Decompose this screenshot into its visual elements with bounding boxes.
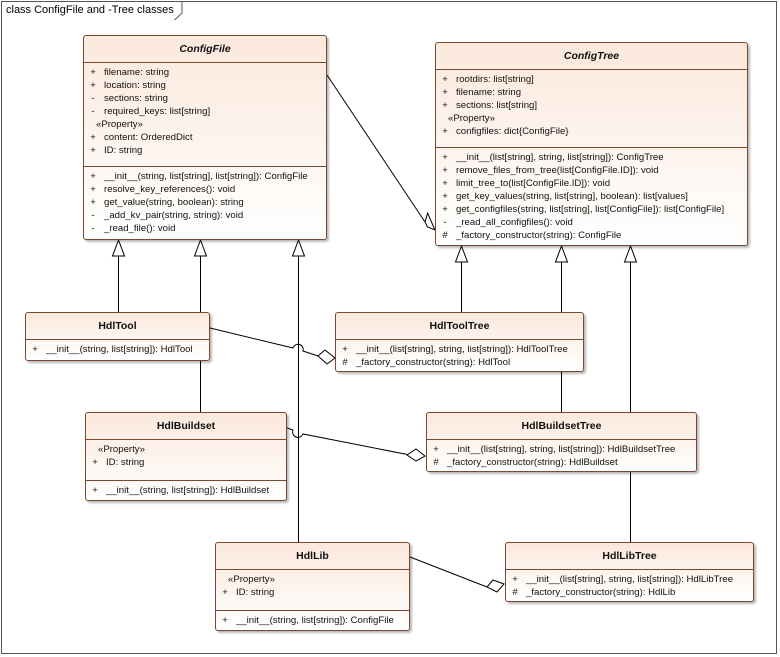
aggregation-diamond [406,448,426,462]
operation: #_factory_constructor(string): HdlBuilds… [433,457,618,468]
aggregation-diamond [486,579,505,593]
class-hdllibtree[interactable]: HdlLibTree +__init__(list[string], strin… [505,542,754,602]
operation: -_add_kv_pair(string, string): void [91,210,244,221]
generalization-arrowhead [454,244,469,263]
operation: +__init__(list[string], string, list[str… [512,574,734,585]
frame-title-tab [1,1,183,20]
class-configfile[interactable]: ConfigFile +filename: string +location: … [83,35,327,240]
frame-title: class ConfigFile and -Tree classes [6,4,174,16]
aggregation-hdlbuildset-hdlbuildsettree [286,427,411,456]
class-hdltooltree[interactable]: HdlToolTree +__init__(list[string], stri… [335,312,584,372]
class-name: HdlTool [98,320,137,332]
attribute: +filename: string [90,67,170,78]
operation: +__init__(string, list[string]): HdlBuil… [92,485,270,496]
property-stereotype: «Property» [228,574,275,585]
operation: +get_configfiles(string, list[string], l… [442,204,725,215]
operation: +__init__(string, list[string], list[str… [90,171,308,182]
attribute: +filename: string [442,87,522,98]
generalization-arrowhead [193,238,208,257]
class-name: HdlLibTree [602,550,657,562]
class-name: ConfigFile [179,43,231,55]
operations-compartment: +__init__(list[string], string, list[str… [506,569,753,602]
operations-compartment: +__init__(string, list[string]): ConfigF… [216,610,409,630]
class-hdlbuildsettree[interactable]: HdlBuildsetTree +__init__(list[string], … [426,412,697,472]
property-stereotype: «Property» [98,444,145,455]
operation: -_read_file(): void [91,223,176,234]
operations-compartment: +__init__(string, list[string]): HdlTool [26,339,209,359]
property: +ID: string [92,457,145,468]
operation: #_factory_constructor(string): HdlLib [512,587,676,598]
class-hdllib[interactable]: HdlLib «Property» +ID: string +__init__(… [215,542,410,631]
operation: +get_value(string, boolean): string [90,197,244,208]
class-name: HdlLib [296,550,329,562]
aggregation-hdllib-hdllibtree [409,556,488,588]
operations-compartment: +__init__(list[string], string, list[str… [336,339,583,372]
class-name: HdlToolTree [429,320,490,332]
class-name: ConfigTree [563,50,620,62]
class-name: HdlBuildsetTree [521,420,602,432]
attribute: +sections: list[string] [442,100,538,111]
property-stereotype: «Property» [448,113,495,124]
attributes-compartment: «Property» +ID: string [216,569,409,610]
property: +ID: string [222,587,275,598]
generalization-arrowhead [623,244,638,263]
operation: +__init__(list[string], string, list[str… [442,152,664,163]
aggregation-diamond [317,349,336,365]
aggregation-hdltool-hdltooltree [209,327,319,357]
generalization-arrowhead [291,238,306,257]
attributes-compartment: +filename: string +location: string -sec… [84,62,326,166]
operations-compartment: +__init__(list[string], string, list[str… [427,439,696,472]
operation: #_factory_constructor(string): ConfigFil… [442,230,622,241]
class-configtree[interactable]: ConfigTree +rootdirs: list[string] +file… [435,42,748,246]
property: +configfiles: dict{ConfigFile} [442,126,569,137]
property: +ID: string [90,145,143,156]
class-name: HdlBuildset [156,420,216,432]
operation: +__init__(list[string], string, list[str… [342,344,568,355]
property-stereotype: «Property» [96,119,143,130]
attributes-compartment: +rootdirs: list[string] +filename: strin… [436,69,747,147]
aggregation-configfile-configtree [326,74,426,223]
generalization-arrowhead [111,238,126,257]
property: +content: OrderedDict [90,132,193,143]
class-hdlbuildset[interactable]: HdlBuildset «Property» +ID: string +__in… [85,412,287,501]
operations-compartment: +__init__(string, list[string], list[str… [84,166,326,238]
class-hdltool[interactable]: HdlTool +__init__(string, list[string]):… [25,312,210,361]
operation: -_read_all_configfiles(): void [443,217,573,228]
operation: +__init__(string, list[string]): HdlTool [32,344,193,355]
attributes-compartment: «Property» +ID: string [86,439,286,480]
attribute: -sections: string [91,93,168,104]
aggregation-diamond [424,211,436,231]
attribute: +location: string [90,80,166,91]
attribute: -required_keys: list[string] [91,106,211,117]
attribute: +rootdirs: list[string] [442,74,534,85]
operation: +limit_tree_to(list[ConfigFile.ID]): voi… [442,178,611,189]
operation: +__init__(list[string], string, list[str… [433,444,676,455]
operation: +get_key_values(string, list[string], bo… [442,191,688,202]
operations-compartment: +__init__(list[string], string, list[str… [436,147,747,245]
operation: +__init__(string, list[string]): ConfigF… [222,615,394,626]
generalization-arrowhead [554,244,569,263]
operation: #_factory_constructor(string): HdlTool [342,357,511,368]
operation: +remove_files_from_tree(list[ConfigFile.… [442,165,659,176]
operation: +resolve_key_references(): void [90,184,236,195]
operations-compartment: +__init__(string, list[string]): HdlBuil… [86,480,286,500]
